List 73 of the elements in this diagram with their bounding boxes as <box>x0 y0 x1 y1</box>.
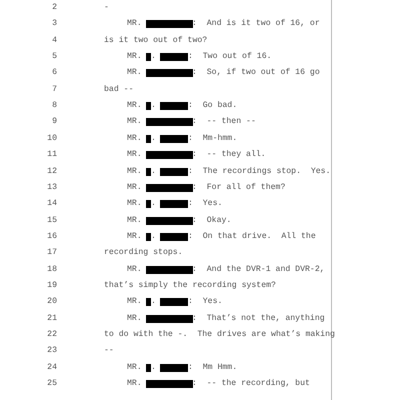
speaker-label: MR. <box>127 264 142 275</box>
transcript-text: : On that drive. All the <box>188 232 316 242</box>
speaker-label: MR. <box>127 134 142 144</box>
speaker-label: MR. <box>127 150 142 160</box>
name-separator: . <box>151 166 156 176</box>
name-separator: . <box>151 297 156 308</box>
speaker-label: MR. <box>127 199 142 210</box>
transcript-text: : That’s not the, anything <box>192 314 325 324</box>
transcript-text: : And the DVR-1 and DVR-2, <box>192 264 325 275</box>
transcript-text: recording stops. <box>104 248 183 258</box>
transcript-text: : Yes. <box>188 199 222 210</box>
speaker-label: MR. <box>127 182 142 193</box>
line-number: 9 <box>52 117 57 128</box>
speaker-label: MR. <box>127 19 142 30</box>
transcript-text: : The recordings stop. Yes. <box>188 166 330 176</box>
line-number: 10 <box>47 134 57 144</box>
line-number: 23 <box>47 346 57 356</box>
speaker-label: MR. <box>127 232 142 242</box>
name-separator: . <box>151 52 156 62</box>
transcript-text: -- <box>104 346 114 356</box>
name-separator: . <box>151 362 156 373</box>
line-number: 6 <box>52 68 57 78</box>
speaker-label: MR. <box>127 314 142 324</box>
transcript-text: : Okay. <box>192 216 232 226</box>
speaker-label: MR. <box>127 362 142 373</box>
speaker-label: MR. <box>127 216 142 226</box>
line-number: 12 <box>47 166 57 176</box>
transcript-text: : So, if two out of 16 go <box>192 68 320 78</box>
transcript-text: : Two out of 16. <box>188 52 272 62</box>
transcript-text: : Mm Hmm. <box>188 362 238 373</box>
line-number: 25 <box>47 379 57 390</box>
transcript-text: : -- they all. <box>192 150 266 160</box>
transcript-text: : For all of them? <box>192 182 286 193</box>
line-number: 2 <box>52 3 57 13</box>
speaker-label: MR. <box>127 68 142 78</box>
line-number: 5 <box>52 52 57 62</box>
transcript-text: is it two out of two? <box>104 36 208 46</box>
name-separator: . <box>151 199 156 210</box>
name-separator: . <box>151 134 156 144</box>
transcript-text: : Mm-hmm. <box>188 134 238 144</box>
transcript-text: : And is it two of 16, or <box>192 19 320 30</box>
name-separator: . <box>151 101 156 112</box>
line-number: 15 <box>47 216 57 226</box>
speaker-label: MR. <box>127 166 142 176</box>
line-number: 17 <box>47 248 57 258</box>
speaker-label: MR. <box>127 117 142 128</box>
speaker-label: MR. <box>127 379 142 390</box>
transcript-text: - <box>104 3 109 13</box>
transcript-text: : -- then -- <box>192 117 256 128</box>
line-number: 8 <box>52 101 57 112</box>
transcript-text: : Yes. <box>188 297 222 308</box>
line-number: 19 <box>47 280 57 291</box>
speaker-label: MR. <box>127 101 142 112</box>
line-number: 16 <box>47 232 57 242</box>
line-number: 20 <box>47 297 57 308</box>
line-number: 14 <box>47 199 57 210</box>
transcript-text: to do with the -. The drives are what’s making <box>104 330 335 340</box>
line-number: 21 <box>47 314 57 324</box>
line-number: 22 <box>47 330 57 340</box>
line-number: 18 <box>47 264 57 275</box>
transcript-text: that’s simply the recording system? <box>104 280 276 291</box>
line-number: 4 <box>52 36 57 46</box>
line-number: 13 <box>47 182 57 193</box>
speaker-label: MR. <box>127 52 142 62</box>
transcript-text: bad -- <box>104 84 134 95</box>
transcript-text: : -- the recording, but <box>192 379 310 390</box>
line-number: 11 <box>47 150 57 160</box>
speaker-label: MR. <box>127 297 142 308</box>
transcript-text: : Go bad. <box>188 101 238 112</box>
line-number: 24 <box>47 362 57 373</box>
name-separator: . <box>151 232 156 242</box>
line-number: 7 <box>52 84 57 95</box>
line-number: 3 <box>52 19 57 30</box>
